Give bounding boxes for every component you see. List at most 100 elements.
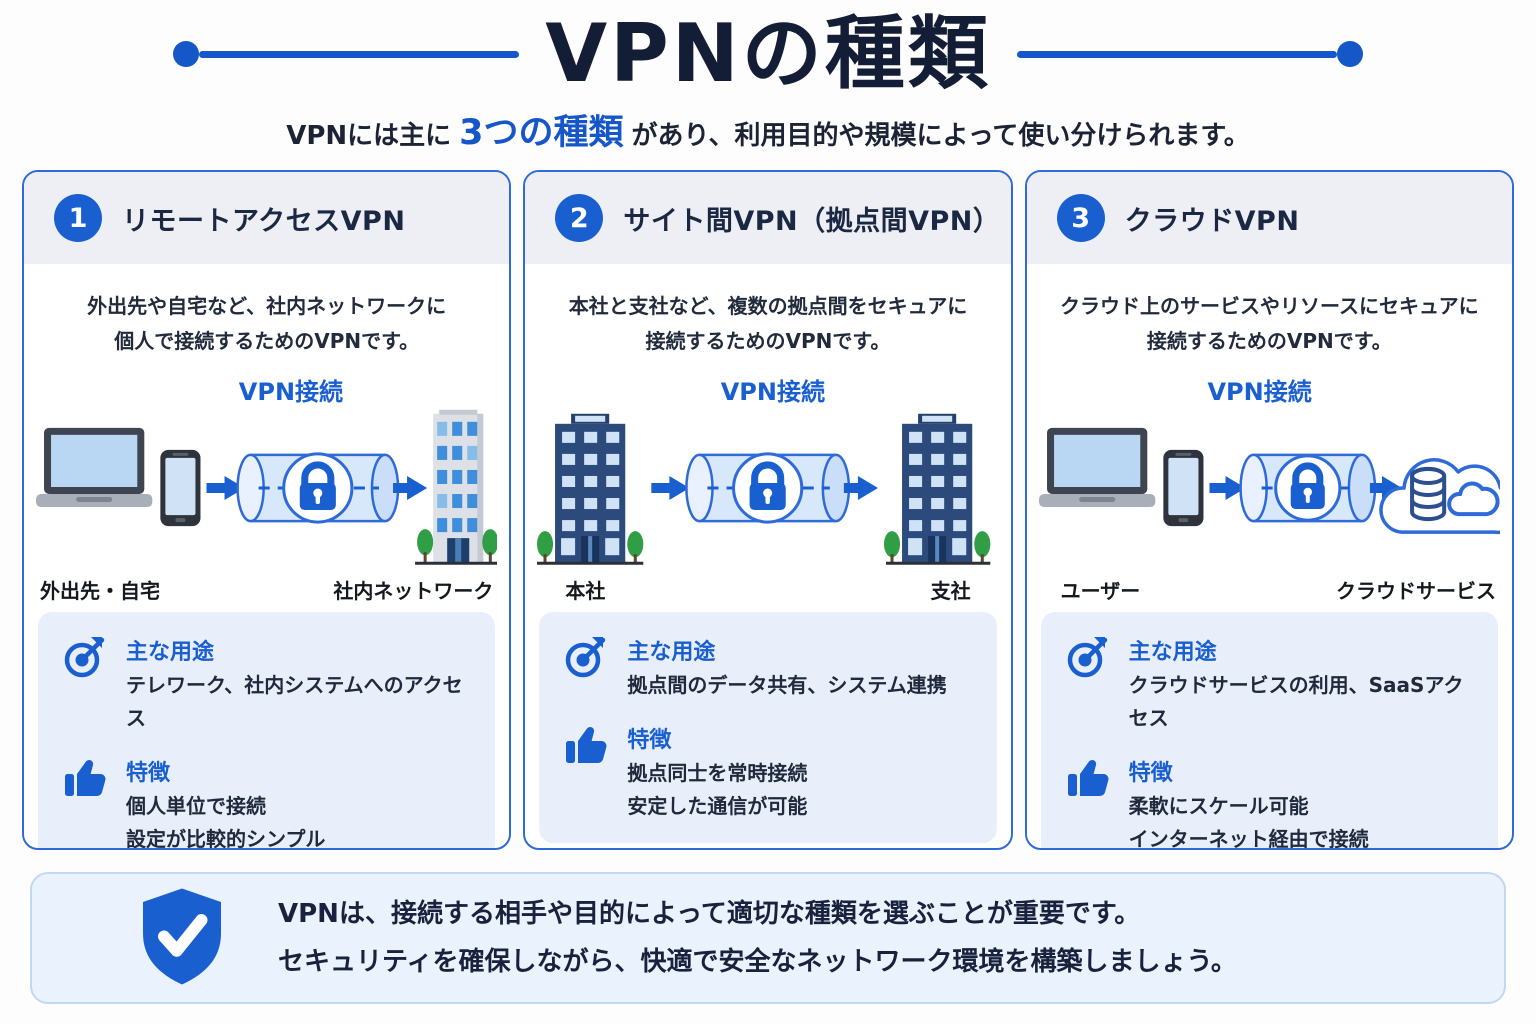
card-title: サイト間VPN（拠点間VPN） xyxy=(623,205,1001,237)
arrow-right-icon xyxy=(393,475,428,501)
line-decoration xyxy=(1016,50,1337,58)
diagram-illustration xyxy=(1038,427,1500,535)
diagram-left-label: 本社 xyxy=(565,579,606,603)
card-site-to-site-vpn: 2 サイト間VPN（拠点間VPN） 本社と支社など、複数の拠点間をセキュアに 接… xyxy=(523,170,1013,850)
feature-line: 個人単位で接続 xyxy=(126,794,266,818)
diagram-illustration xyxy=(36,409,498,565)
description-line: 接続するためのVPNです。 xyxy=(645,329,891,353)
diagram-illustration xyxy=(537,413,991,565)
description-line: 接続するためのVPNです。 xyxy=(1146,329,1392,353)
card-description: クラウド上のサービスやリソースにセキュアに 接続するためのVPNです。 xyxy=(1027,264,1512,368)
dot-icon xyxy=(1336,41,1363,67)
thumbs-up-icon xyxy=(566,726,607,763)
diagram-right-label: 支社 xyxy=(930,579,971,603)
footer-line-2: セキュリティを確保しながら、快適で安全なネットワーク環境を構築しましょう。 xyxy=(278,947,1237,977)
footer-line-1: VPNは、接続する相手や目的によって適切な種類を選ぶことが重要です。 xyxy=(278,898,1141,929)
description-line: 外出先や自宅など、社内ネットワークに xyxy=(87,294,447,318)
arrow-right-icon xyxy=(206,475,245,501)
diagram-labels: ユーザー クラウドサービス xyxy=(1043,575,1496,604)
description-line: 本社と支社など、複数の拠点間をセキュアに xyxy=(568,294,968,318)
dot-icon xyxy=(173,41,200,67)
laptop-icon xyxy=(36,427,153,508)
feature-line: 安定した通信が可能 xyxy=(627,794,808,818)
title-row: VPNの種類 xyxy=(0,10,1536,98)
diagram-labels: 外出先・自宅 社内ネットワーク xyxy=(40,575,493,604)
card-title: クラウドVPN xyxy=(1124,205,1300,237)
info-box: 主な用途 拠点間のデータ共有、システム連携 特徴 拠点同士を常時接続 安定した通… xyxy=(539,612,997,843)
tree-icon xyxy=(537,531,644,564)
lock-icon xyxy=(732,452,804,524)
shield-check-icon xyxy=(143,888,221,985)
usage-heading: 主な用途 xyxy=(126,640,215,665)
footer-text: VPNは、接続する相手や目的によって適切な種類を選ぶことが重要です。 セキュリテ… xyxy=(278,890,1237,986)
card-header: 2 サイト間VPN（拠点間VPN） xyxy=(525,172,1011,264)
page-title: VPNの種類 xyxy=(545,7,991,100)
diagram-right-label: クラウドサービス xyxy=(1335,579,1496,603)
branch-building-icon xyxy=(902,413,973,563)
small-cloud-icon xyxy=(1446,481,1500,517)
number-badge: 1 xyxy=(54,194,102,242)
usage-heading: 主な用途 xyxy=(627,640,716,665)
vpn-tunnel-label: VPN接続 xyxy=(720,378,825,406)
vpn-tunnel-label: VPN接続 xyxy=(238,378,344,406)
features-entry: 特徴 拠点同士を常時接続 安定した通信が可能 xyxy=(563,722,972,823)
arrow-right-icon xyxy=(844,475,879,501)
number-badge: 2 xyxy=(555,194,604,242)
usage-entry: 主な用途 拠点間のデータ共有、システム連携 xyxy=(563,634,972,702)
subtitle: VPNには主に 3つの種類 があり、利用目的や規模によって使い分けられます。 xyxy=(0,104,1536,155)
usage-entry: 主な用途 クラウドサービスの利用、SaaSアクセス xyxy=(1065,634,1474,735)
usage-line: 拠点間のデータ共有、システム連携 xyxy=(627,673,947,697)
features-entry: 特徴 柔軟にスケール可能 インターネット経由で接続 xyxy=(1065,755,1474,850)
thumbs-up-icon xyxy=(65,759,106,796)
header: VPNの種類 VPNには主に 3つの種類 があり、利用目的や規模によって使い分け… xyxy=(0,0,1536,155)
headquarters-building-icon xyxy=(555,413,626,563)
info-box: 主な用途 テレワーク、社内システムへのアクセス 特徴 個人単位で接続 設定が比較… xyxy=(38,612,496,850)
diagram-left-label: 外出先・自宅 xyxy=(40,579,160,603)
title-decoration-right xyxy=(1016,41,1363,67)
number-badge: 3 xyxy=(1056,194,1105,242)
tree-icon xyxy=(884,531,991,564)
info-box: 主な用途 クラウドサービスの利用、SaaSアクセス 特徴 柔軟にスケール可能 イ… xyxy=(1040,612,1498,850)
features-heading: 特徴 xyxy=(1128,761,1173,786)
usage-heading: 主な用途 xyxy=(1128,640,1217,665)
feature-line: 拠点同士を常時接続 xyxy=(627,761,808,785)
diagram-labels: 本社 支社 xyxy=(541,575,994,604)
subtitle-prefix: VPNには主に xyxy=(286,121,452,151)
lock-icon xyxy=(1273,454,1342,522)
feature-line: インターネット経由で接続 xyxy=(1128,827,1369,850)
laptop-icon xyxy=(1038,427,1155,508)
thumbs-up-icon xyxy=(1067,759,1109,796)
feature-line: 設定が比較的シンプル xyxy=(126,827,326,850)
subtitle-highlight: 3つの種類 xyxy=(459,113,624,153)
diagram-left-label: ユーザー xyxy=(1060,579,1141,603)
arrow-right-icon xyxy=(651,475,690,501)
usage-line: テレワーク、社内システムへのアクセス xyxy=(126,673,463,730)
features-entry: 特徴 個人単位で接続 設定が比較的シンプル xyxy=(62,755,471,850)
diagram-site-to-site: VPN接続 xyxy=(525,370,1010,604)
description-line: 個人で接続するためのVPNです。 xyxy=(114,329,420,353)
diagram-right-label: 社内ネットワーク xyxy=(333,579,494,603)
target-icon xyxy=(64,637,105,678)
arrow-right-icon xyxy=(1209,475,1246,501)
target-icon xyxy=(1067,637,1107,678)
smartphone-icon xyxy=(1163,449,1204,527)
description-line: クラウド上のサービスやリソースにセキュアに xyxy=(1060,294,1479,318)
office-building-icon xyxy=(433,409,484,563)
card-title: リモートアクセスVPN xyxy=(122,205,406,237)
cards-row: 1 リモートアクセスVPN 外出先や自宅など、社内ネットワークに 個人で接続する… xyxy=(22,170,1514,850)
usage-entry: 主な用途 テレワーク、社内システムへのアクセス xyxy=(62,634,471,735)
card-description: 外出先や自宅など、社内ネットワークに 個人で接続するためのVPNです。 xyxy=(24,264,509,368)
target-icon xyxy=(566,637,606,678)
subtitle-suffix: があり、利用目的や規模によって使い分けられます。 xyxy=(631,121,1250,151)
footer-note: VPNは、接続する相手や目的によって適切な種類を選ぶことが重要です。 セキュリテ… xyxy=(30,872,1506,1004)
lock-icon xyxy=(282,452,354,524)
tree-icon xyxy=(417,529,498,564)
card-description: 本社と支社など、複数の拠点間をセキュアに 接続するためのVPNです。 xyxy=(525,264,1010,368)
title-decoration-left xyxy=(173,41,520,67)
features-heading: 特徴 xyxy=(126,761,171,786)
smartphone-icon xyxy=(160,449,201,527)
card-header: 1 リモートアクセスVPN xyxy=(24,172,510,264)
card-header: 3 クラウドVPN xyxy=(1026,172,1512,264)
diagram-remote-access: VPN接続 xyxy=(24,370,509,604)
